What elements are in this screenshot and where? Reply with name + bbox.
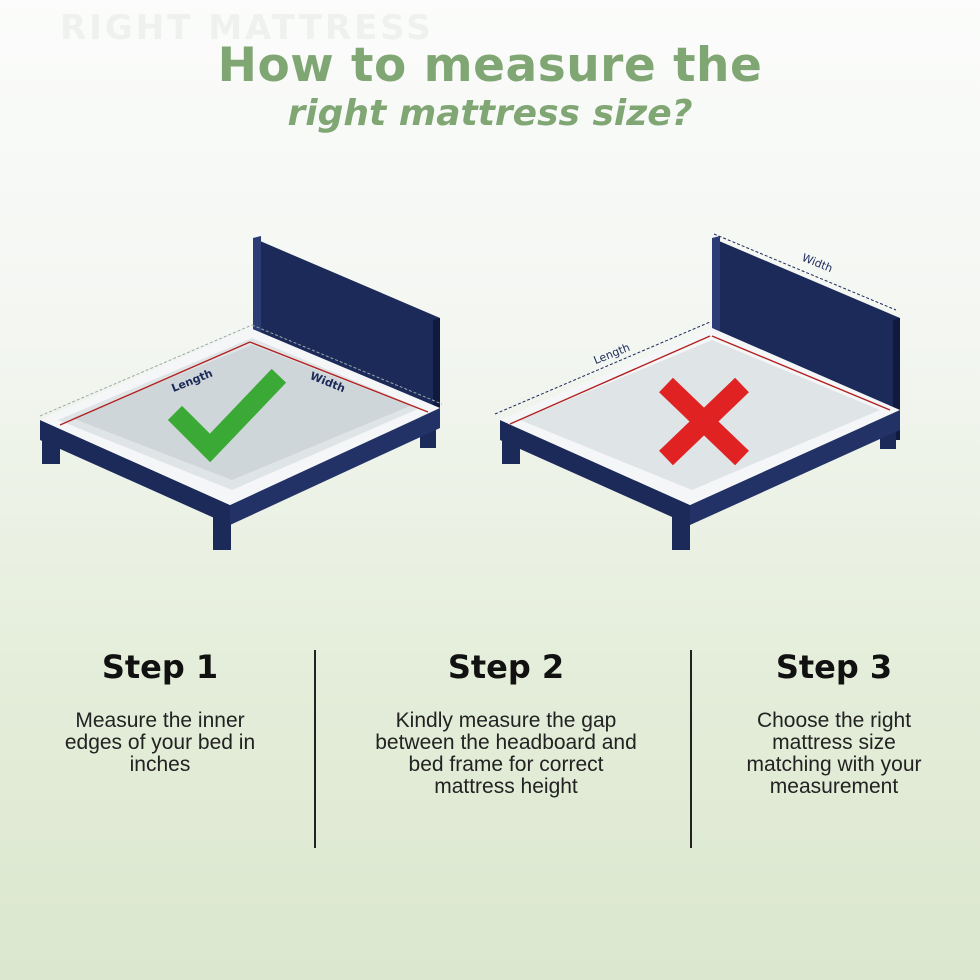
step-1: Step 1 Measure the inner edges of your b… bbox=[0, 640, 320, 776]
step-title: Step 1 bbox=[101, 648, 219, 686]
bed-incorrect: Width Length bbox=[494, 233, 900, 550]
bed-illustrations: Length Width Width Length bbox=[39, 233, 900, 550]
length-label-right: Length bbox=[592, 341, 632, 367]
step-title: Step 2 bbox=[447, 648, 565, 686]
divider bbox=[314, 650, 316, 848]
cross-icon bbox=[659, 377, 749, 466]
step-description: Choose the right mattress size matching … bbox=[746, 709, 922, 798]
step-2: Step 2 Kindly measure the gap between th… bbox=[346, 640, 666, 798]
page-title: How to measure the right mattress size? bbox=[0, 40, 980, 136]
steps-section: Step 1 Measure the inner edges of your b… bbox=[0, 640, 980, 850]
step-description: Measure the inner edges of your bed in i… bbox=[64, 709, 256, 776]
step-description: Kindly measure the gap between the headb… bbox=[375, 709, 637, 798]
step-title: Step 3 bbox=[775, 648, 893, 686]
headboard-left bbox=[253, 238, 440, 420]
bed-correct: Length Width bbox=[39, 236, 443, 550]
check-icon bbox=[167, 368, 287, 463]
watermark: RIGHT MATTRESS bbox=[60, 8, 434, 48]
divider bbox=[690, 650, 692, 848]
title-line-1: How to measure the bbox=[217, 38, 763, 93]
title-line-2: right mattress size? bbox=[287, 93, 693, 134]
width-label-right: Width bbox=[800, 251, 835, 275]
step-3: Step 3 Choose the right mattress size ma… bbox=[674, 640, 980, 798]
